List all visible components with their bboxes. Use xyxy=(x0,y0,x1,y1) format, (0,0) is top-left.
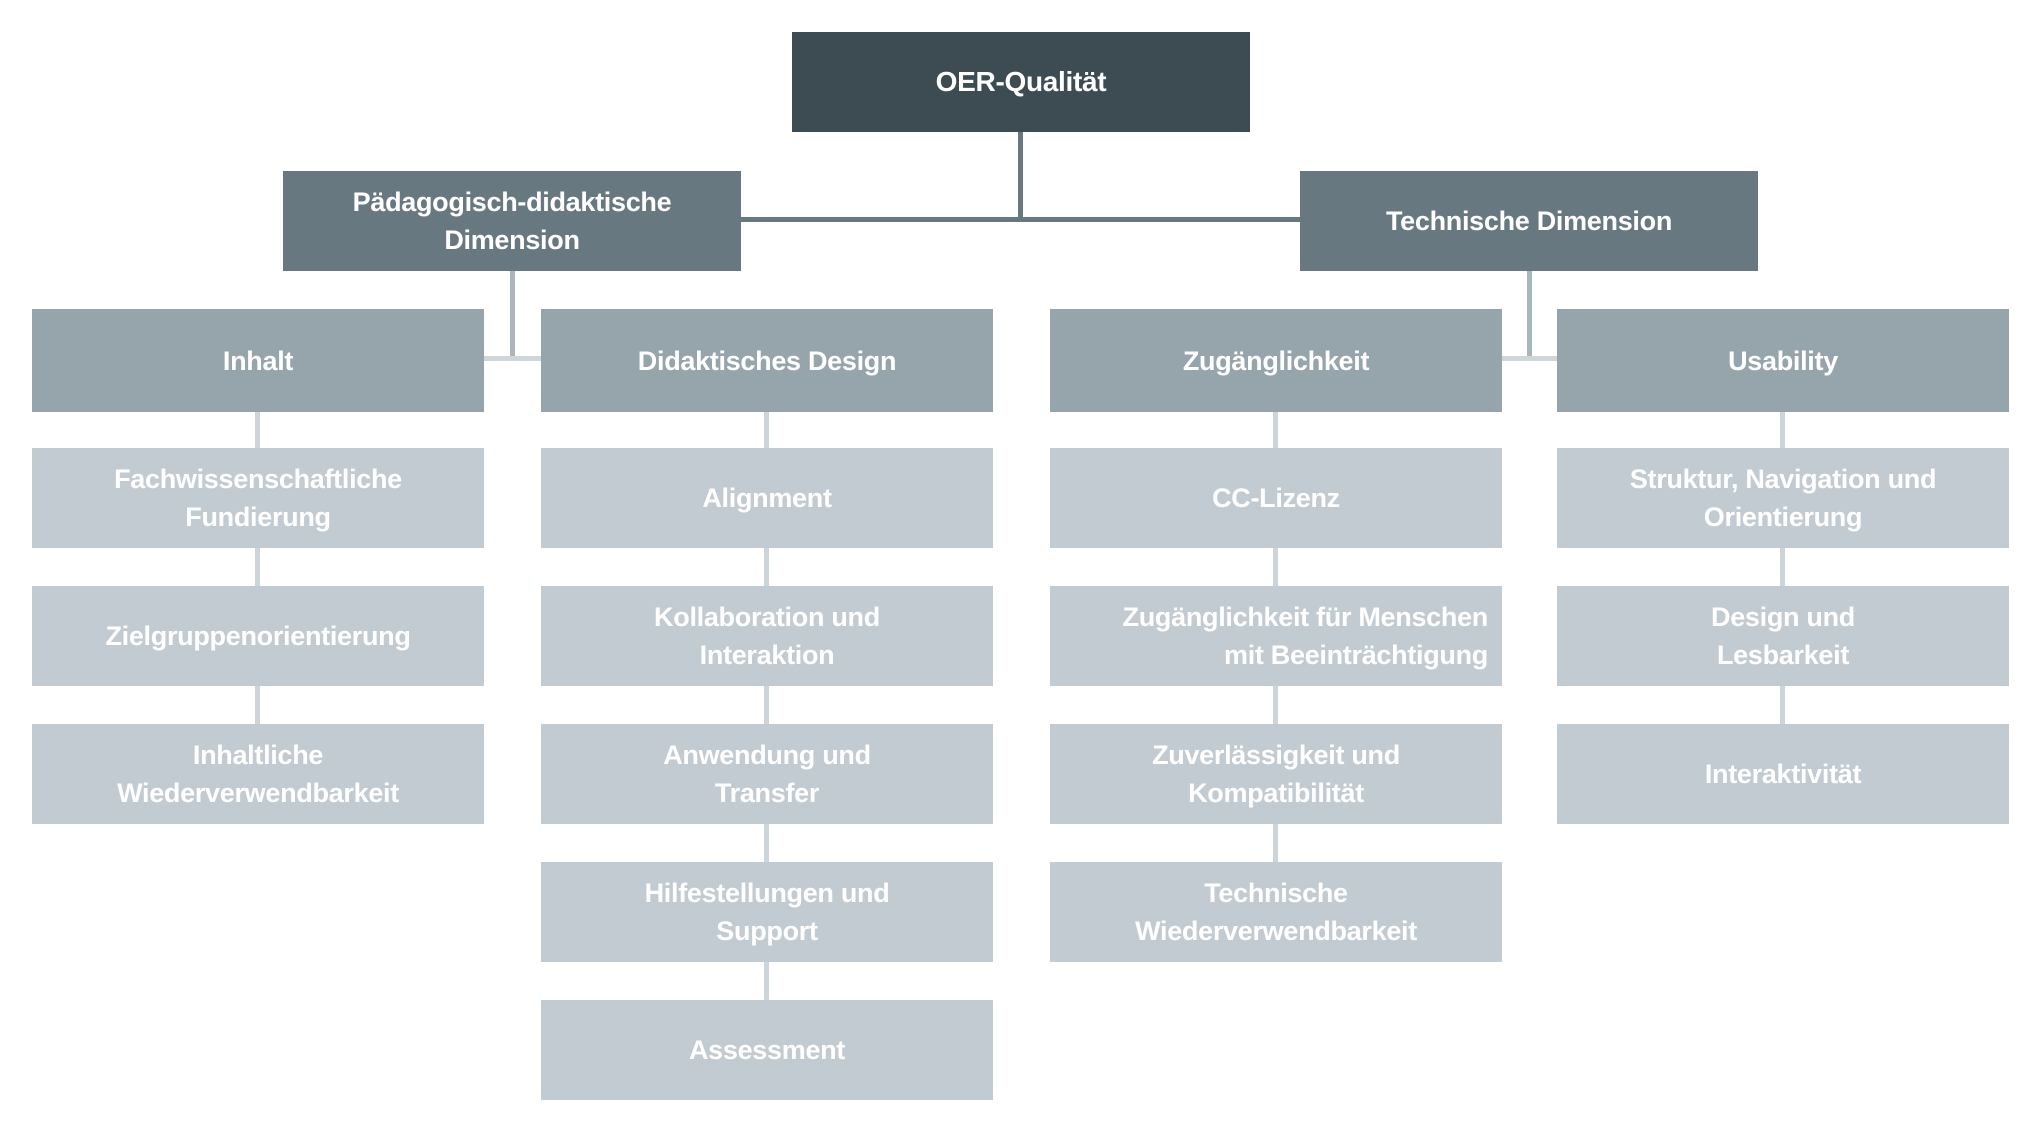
item-box-design-und-lesbarkeit: Design und Lesbarkeit xyxy=(1557,586,2009,686)
connector-root-vertical xyxy=(1018,132,1023,222)
item-label: Assessment xyxy=(688,1035,846,1065)
category-label: Inhalt xyxy=(222,345,294,376)
root-box-oer-qualitaet: OER-Qualität xyxy=(792,32,1250,132)
item-box-zuverlaessigkeit-und-kompatibilitaet: Zuverlässigkeit und Kompatibilität xyxy=(1050,724,1502,824)
item-label: Anwendung und Transfer xyxy=(663,740,871,808)
connector-spine-usability xyxy=(1780,412,1785,728)
item-label: Hilfestellungen und Support xyxy=(644,878,890,946)
item-box-kollaboration-und-interaktion: Kollaboration und Interaktion xyxy=(541,586,993,686)
item-label: Zuverlässigkeit und Kompatibilität xyxy=(1152,740,1400,808)
connector-spine-inhalt xyxy=(255,412,260,728)
item-box-zielgruppenorientierung: Zielgruppenorientierung xyxy=(32,586,484,686)
item-label: Interaktivität xyxy=(1704,759,1862,789)
item-label: Zielgruppenorientierung xyxy=(105,621,411,651)
connector-paedagogisch-horizontal xyxy=(484,356,541,361)
item-box-interaktivitaet: Interaktivität xyxy=(1557,724,2009,824)
item-label: Alignment xyxy=(702,483,832,513)
item-box-fachwissenschaftliche-fundierung: Fachwissenschaftliche Fundierung xyxy=(32,448,484,548)
item-box-alignment: Alignment xyxy=(541,448,993,548)
item-box-zugaenglichkeit-fuer-menschen: Zugänglichkeit für Menschen mit Beeinträ… xyxy=(1050,586,1502,686)
item-box-inhaltliche-wiederverwendbarkeit: Inhaltliche Wiederverwendbarkeit xyxy=(32,724,484,824)
category-label: Zugänglichkeit xyxy=(1182,345,1370,376)
item-box-technische-wiederverwendbarkeit: Technische Wiederverwendbarkeit xyxy=(1050,862,1502,962)
dimension-box-technisch: Technische Dimension xyxy=(1300,171,1758,271)
item-label: Fachwissenschaftliche Fundierung xyxy=(114,464,402,532)
item-box-hilfestellungen-und-support: Hilfestellungen und Support xyxy=(541,862,993,962)
item-box-struktur-navigation-orientierung: Struktur, Navigation und Orientierung xyxy=(1557,448,2009,548)
root-label: OER-Qualität xyxy=(935,66,1107,97)
item-label: Design und Lesbarkeit xyxy=(1711,602,1855,670)
category-header-inhalt: Inhalt xyxy=(32,309,484,412)
connector-paedagogisch-vertical xyxy=(510,271,515,361)
connector-technisch-horizontal xyxy=(1502,356,1557,361)
item-label: Struktur, Navigation und Orientierung xyxy=(1629,464,1937,532)
item-label: Inhaltliche Wiederverwendbarkeit xyxy=(117,740,399,808)
connector-technisch-vertical xyxy=(1527,271,1532,361)
item-box-assessment: Assessment xyxy=(541,1000,993,1100)
item-label: Zugänglichkeit für Menschen mit Beeinträ… xyxy=(1122,602,1489,670)
item-label: Kollaboration und Interaktion xyxy=(654,602,880,670)
category-header-usability: Usability xyxy=(1557,309,2009,412)
category-label: Didaktisches Design xyxy=(637,345,897,376)
connector-root-horizontal xyxy=(741,217,1300,222)
dimension-label: Pädagogisch-didaktische Dimension xyxy=(352,187,672,255)
connector-spine-didaktisches-design xyxy=(764,412,769,1004)
dimension-label: Technische Dimension xyxy=(1385,206,1673,236)
category-label: Usability xyxy=(1728,345,1838,376)
item-box-anwendung-und-transfer: Anwendung und Transfer xyxy=(541,724,993,824)
item-label: Technische Wiederverwendbarkeit xyxy=(1135,878,1417,946)
item-label: CC-Lizenz xyxy=(1212,483,1340,513)
item-box-cc-lizenz: CC-Lizenz xyxy=(1050,448,1502,548)
category-header-didaktisches-design: Didaktisches Design xyxy=(541,309,993,412)
dimension-box-paedagogisch-didaktisch: Pädagogisch-didaktische Dimension xyxy=(283,171,741,271)
category-header-zugaenglichkeit: Zugänglichkeit xyxy=(1050,309,1502,412)
